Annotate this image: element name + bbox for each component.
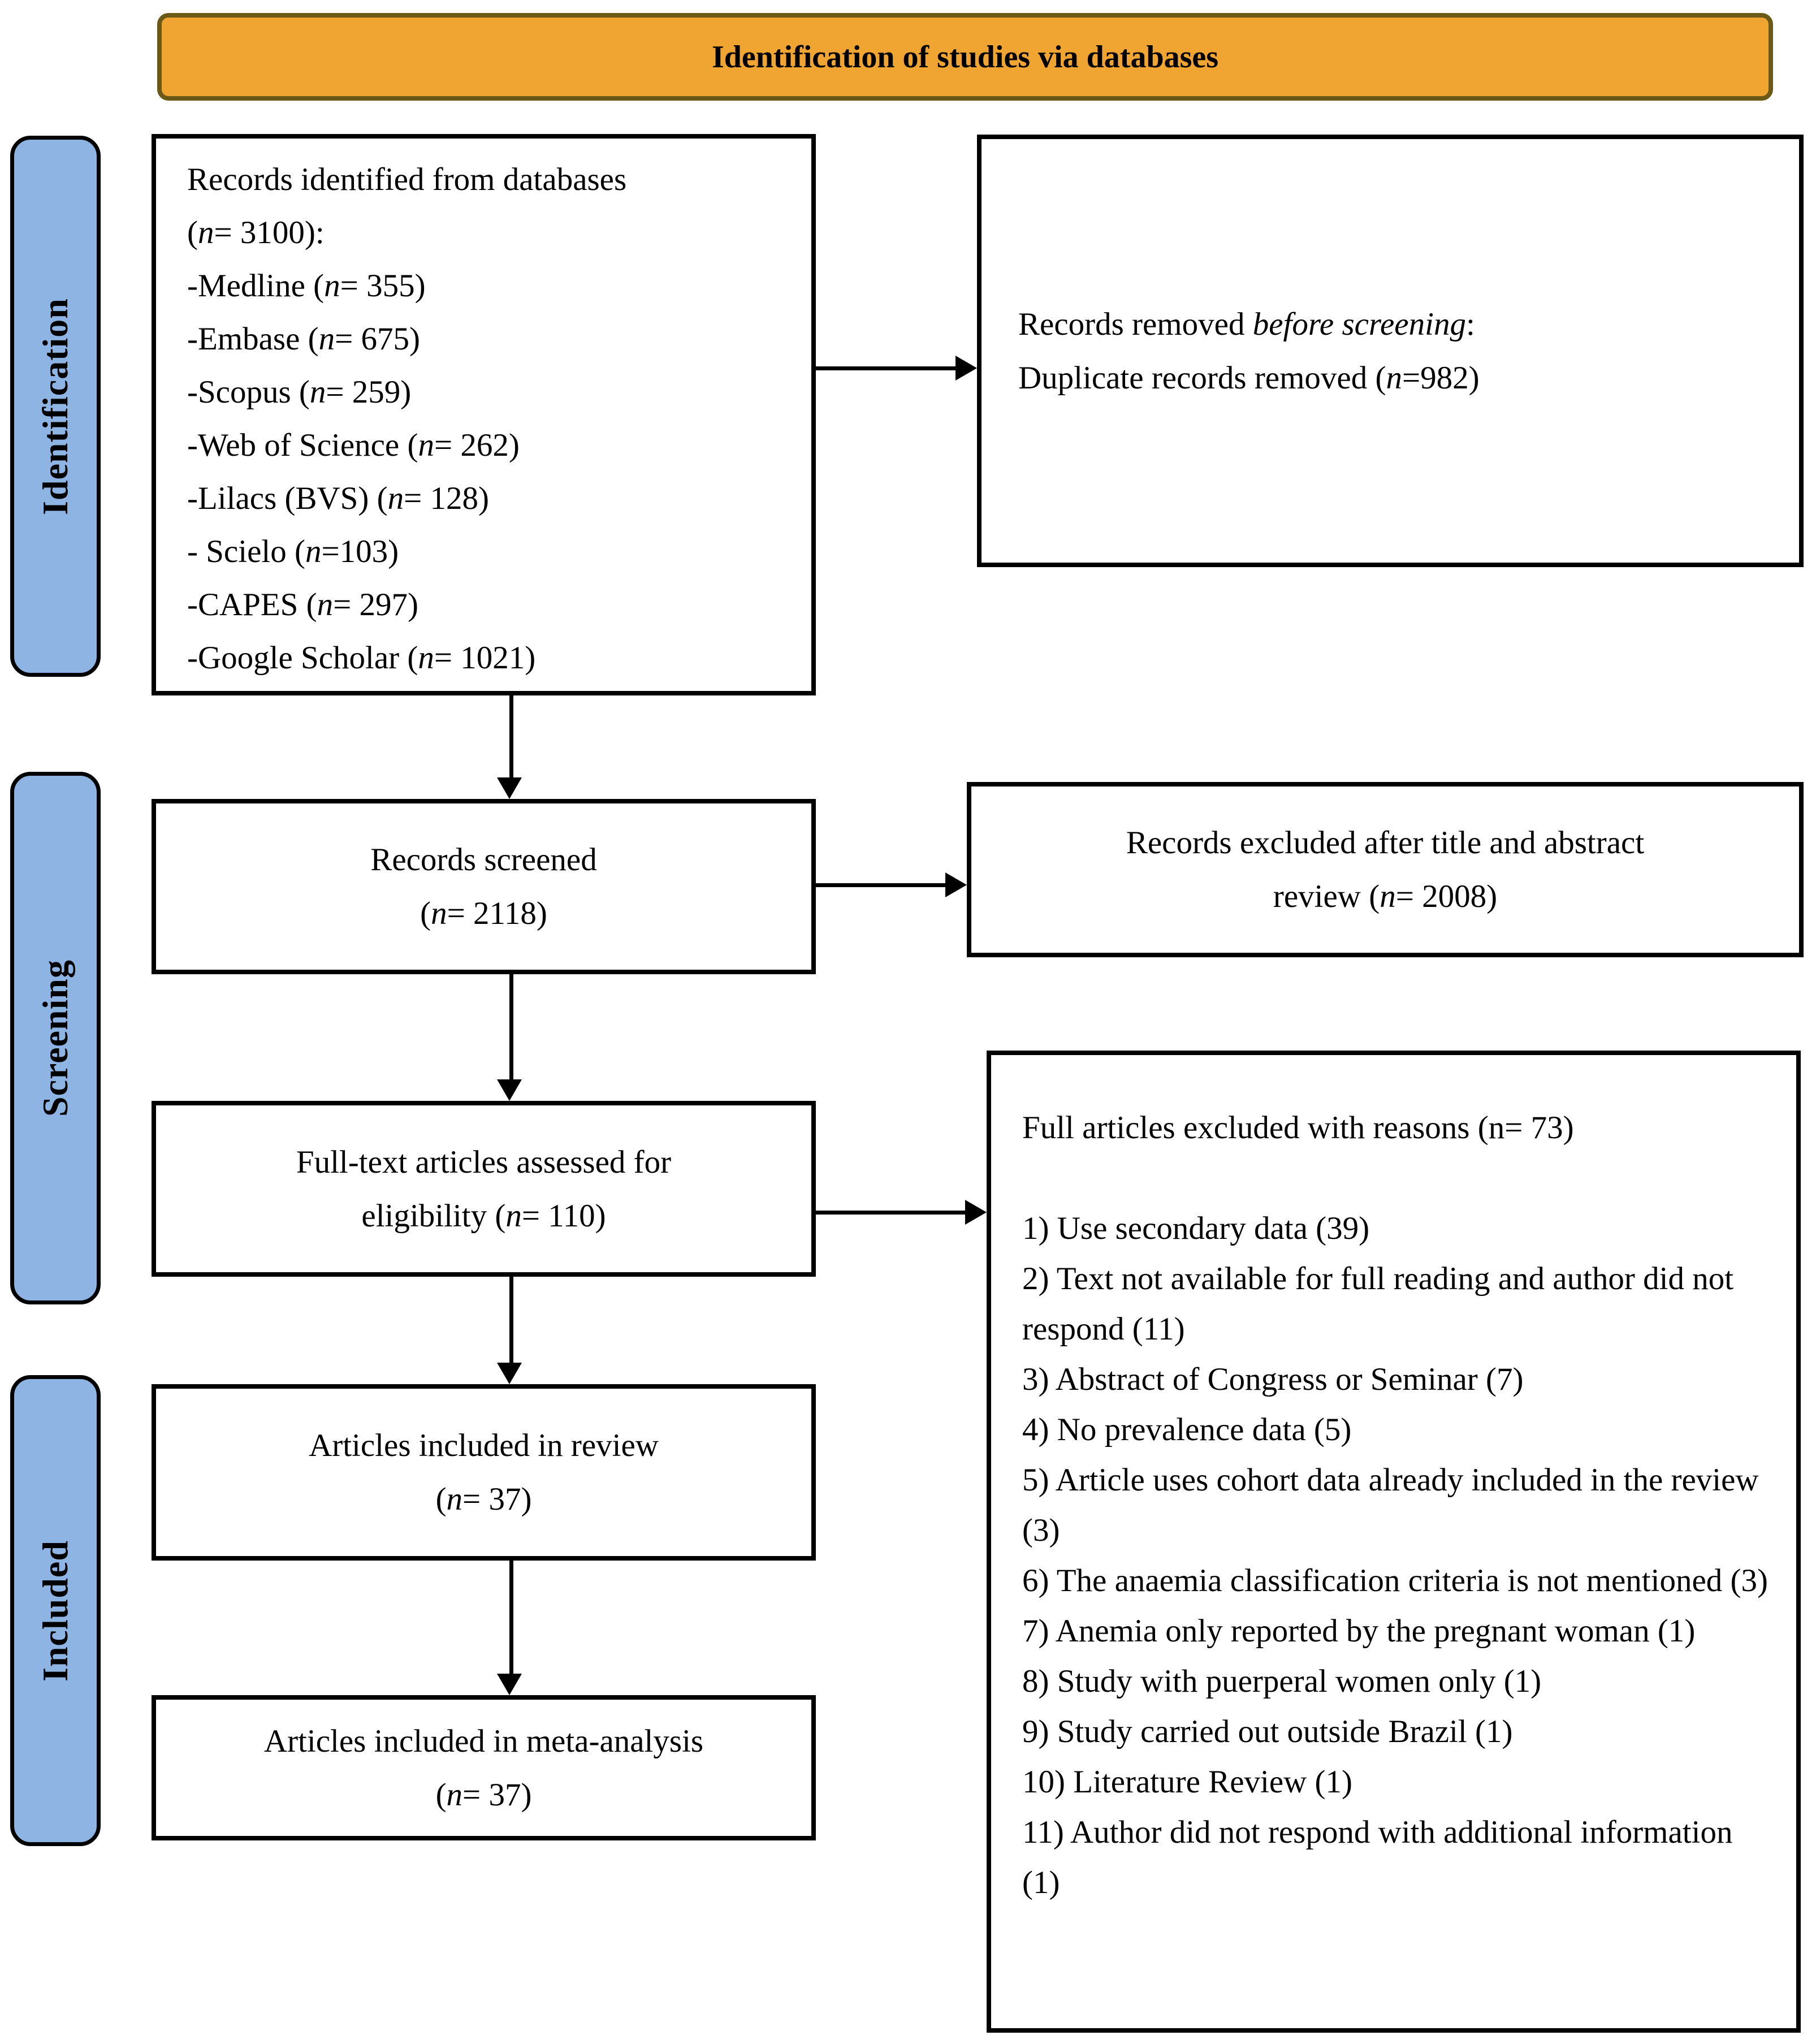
text-line: Records identified from databases bbox=[187, 162, 627, 197]
text-line: - Scielo (n=103) bbox=[187, 534, 399, 569]
text-line: -Lilacs (BVS) (n= 128) bbox=[187, 481, 489, 516]
text-line: 1) Use secondary data (39) bbox=[1022, 1211, 1370, 1246]
text-line: (n= 37) bbox=[435, 1777, 532, 1813]
text-line: -Scopus (n= 259) bbox=[187, 374, 412, 410]
text-line: Records screened bbox=[370, 842, 597, 878]
text-line: Articles included in meta-analysis bbox=[263, 1723, 704, 1759]
arrow-identified-to-screened-head bbox=[497, 777, 522, 799]
banner-title: Identification of studies via databases bbox=[711, 39, 1219, 75]
text-line: 11) Author did not respond with addition… bbox=[1022, 1814, 1733, 1900]
text-line: eligibility (n= 110) bbox=[361, 1198, 606, 1234]
box-full-articles-excluded: Full articles excluded with reasons (n= … bbox=[987, 1051, 1801, 2033]
text-line: 10) Literature Review (1) bbox=[1022, 1764, 1352, 1800]
arrow-review-to-meta-head bbox=[497, 1674, 522, 1695]
arrow-screened-to-excluded-line bbox=[816, 883, 945, 887]
text-line: Full articles excluded with reasons (n= … bbox=[1022, 1110, 1574, 1146]
text-line: -Embase (n= 675) bbox=[187, 321, 421, 357]
arrow-screened-to-fulltext-line bbox=[509, 974, 513, 1079]
arrow-screened-to-fulltext-head bbox=[497, 1079, 522, 1101]
text-line: -CAPES (n= 297) bbox=[187, 587, 419, 623]
text-line: (n= 2118) bbox=[420, 896, 547, 931]
text-line: Records removed before screening: bbox=[1018, 306, 1475, 342]
text-line: 2) Text not available for full reading a… bbox=[1022, 1261, 1734, 1347]
text-line: 6) The anaemia classification criteria i… bbox=[1022, 1563, 1768, 1598]
box-included-review: Articles included in review (n= 37) bbox=[152, 1384, 816, 1561]
text-line: -Medline (n= 355) bbox=[187, 268, 426, 304]
arrow-identified-to-removed-head bbox=[955, 356, 977, 381]
arrow-review-to-meta-line bbox=[509, 1561, 513, 1674]
arrow-identified-to-removed-line bbox=[816, 366, 955, 370]
box-records-excluded: Records excluded after title and abstrac… bbox=[967, 782, 1804, 957]
text-line: 9) Study carried out outside Brazil (1) bbox=[1022, 1714, 1513, 1749]
box-records-screened: Records screened (n= 2118) bbox=[152, 799, 816, 974]
text-line: -Google Scholar (n= 1021) bbox=[187, 640, 536, 676]
box-records-identified: Records identified from databases (n= 310… bbox=[152, 134, 816, 695]
banner: Identification of studies via databases bbox=[157, 13, 1773, 101]
text-line: Full-text articles assessed for bbox=[296, 1144, 672, 1180]
text-line: (n= 3100): bbox=[187, 215, 325, 250]
stage-label-included: Included bbox=[10, 1375, 101, 1846]
text-line: 7) Anemia only reported by the pregnant … bbox=[1022, 1613, 1696, 1649]
arrow-identified-to-screened-line bbox=[509, 695, 513, 777]
text-line: Records excluded after title and abstrac… bbox=[1126, 825, 1645, 861]
box-records-removed: Records removed before screening: Duplica… bbox=[977, 135, 1804, 567]
box-fulltext-assessed: Full-text articles assessed for eligibili… bbox=[152, 1101, 816, 1277]
arrow-fulltext-to-review-head bbox=[497, 1363, 522, 1384]
text-line bbox=[1022, 1153, 1768, 1203]
arrow-screened-to-excluded-head bbox=[945, 872, 967, 897]
stage-label-identification: Identification bbox=[10, 136, 101, 677]
stage-label-included-text: Included bbox=[35, 1540, 75, 1682]
text-line: (n= 37) bbox=[435, 1481, 532, 1517]
text-line: 5) Article uses cohort data already incl… bbox=[1022, 1462, 1759, 1548]
text-line: review (n= 2008) bbox=[1273, 879, 1498, 914]
stage-label-identification-text: Identification bbox=[35, 297, 75, 515]
arrow-fulltext-to-review-line bbox=[509, 1277, 513, 1363]
text-line: 3) Abstract of Congress or Seminar (7) bbox=[1022, 1362, 1524, 1397]
stage-label-screening-text: Screening bbox=[35, 959, 75, 1117]
box-included-meta-analysis: Articles included in meta-analysis (n= 37… bbox=[152, 1695, 816, 1840]
text-line: 8) Study with puerperal women only (1) bbox=[1022, 1663, 1542, 1699]
text-line: Articles included in review bbox=[309, 1428, 659, 1463]
text-line: 4) No prevalence data (5) bbox=[1022, 1412, 1352, 1447]
text-line: Duplicate records removed (n=982) bbox=[1018, 360, 1480, 396]
stage-label-screening: Screening bbox=[10, 772, 101, 1304]
arrow-fulltext-to-reasons-line bbox=[816, 1211, 965, 1215]
text-line: -Web of Science (n= 262) bbox=[187, 427, 520, 463]
arrow-fulltext-to-reasons-head bbox=[965, 1200, 987, 1225]
